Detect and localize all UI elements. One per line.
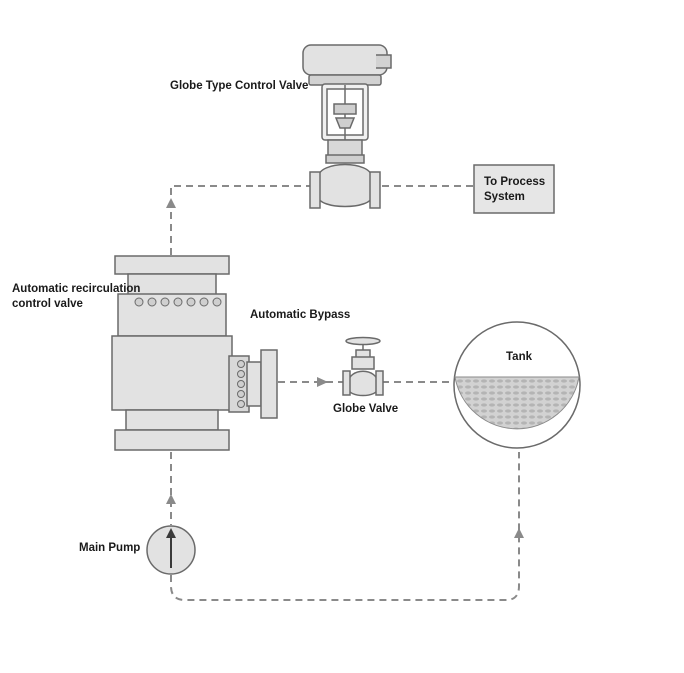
recirculation-valve-label-line2: control valve	[12, 298, 83, 310]
main-pump	[146, 525, 196, 575]
globe-control-valve	[302, 44, 392, 209]
flow-arrow-up-control	[166, 198, 176, 208]
pipe-recirc-to-control-valve	[170, 185, 312, 255]
recirculation-control-valve	[111, 255, 278, 451]
globe-control-valve-label: Globe Type Control Valve	[170, 80, 309, 92]
process-system-label-line1: To Process	[484, 176, 546, 188]
globe-valve-label: Globe Valve	[333, 403, 399, 415]
flow-arrow-right-bypass	[317, 377, 328, 387]
tank-liquid	[454, 376, 580, 430]
flow-arrow-up-pump	[166, 494, 176, 504]
flange-bolts	[134, 297, 245, 408]
process-system-label-line2: System	[484, 191, 525, 203]
tank-label: Tank	[506, 351, 532, 363]
pipe-pump-to-tank-return	[170, 452, 520, 601]
process-system-box	[473, 164, 555, 214]
automatic-bypass-label: Automatic Bypass	[250, 309, 351, 321]
flow-arrow-up-return	[514, 528, 524, 538]
globe-valve	[342, 336, 384, 397]
recirculation-valve-label-line1: Automatic recirculation	[12, 283, 141, 295]
tank	[453, 321, 581, 449]
main-pump-label: Main Pump	[79, 542, 141, 554]
